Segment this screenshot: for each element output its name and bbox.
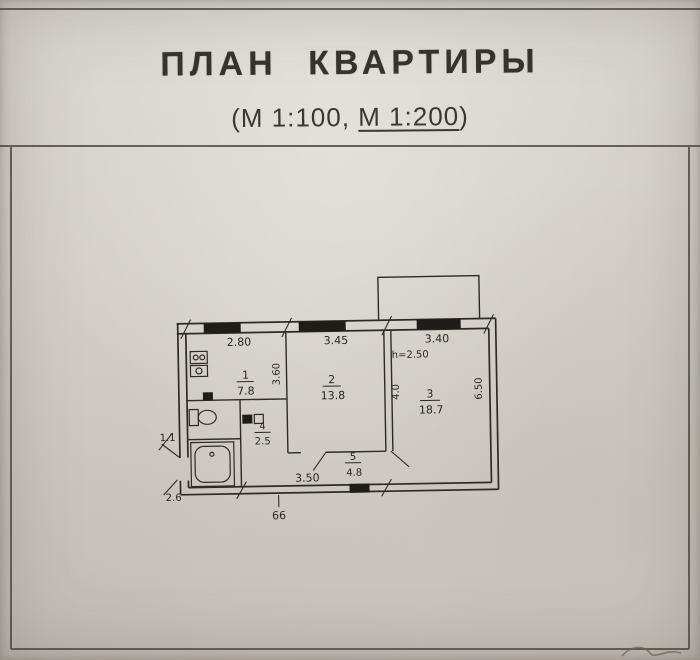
interior-walls [186, 330, 410, 487]
stove-icon [189, 350, 209, 378]
toilet-icon [188, 408, 217, 427]
vent-shaft-icon [253, 413, 265, 425]
window-icon [298, 320, 346, 332]
scale-underlined: М 1:200 [358, 101, 460, 132]
balcony-door-icon [349, 483, 370, 493]
dim-top-1: 2.80 [227, 336, 252, 349]
room-1-number: 1 [242, 369, 249, 382]
scale-suffix: ) [459, 100, 469, 132]
apartment-plan: 2.80 3.45 3.40 h=2.50 3.60 4.0 6.50 3.50… [158, 274, 500, 522]
window-icon [203, 322, 241, 334]
handwritten-signature [621, 646, 682, 657]
dim-left-upper: 1.1 [160, 433, 176, 444]
dim-vertical-left: 3.60 [271, 363, 282, 385]
dim-corridor: 3.50 [295, 471, 320, 484]
scale-prefix: (М 1:100, [231, 101, 359, 134]
dim-vertical-mid: 4.0 [391, 384, 402, 400]
vent-shaft-icon [242, 414, 253, 424]
dim-left-lower: 2.6 [166, 493, 182, 504]
vent-shaft-icon [202, 392, 213, 401]
window-icon [416, 318, 461, 330]
room-label-bars [236, 381, 441, 464]
room-2-area: 13.8 [321, 389, 346, 402]
dim-entry: 66 [272, 509, 286, 522]
room-1-area: 7.8 [237, 384, 255, 397]
room-2-number: 2 [328, 373, 335, 386]
ceiling-height-note: h=2.50 [392, 349, 429, 361]
room-3-area: 18.7 [419, 403, 444, 416]
vent-shafts [202, 392, 265, 425]
dim-top-3: 3.40 [425, 332, 450, 345]
page-border-frame [0, 8, 700, 650]
room-4-number: 4 [259, 421, 266, 432]
dim-vertical-right: 6.50 [474, 377, 485, 399]
room-3-number: 3 [426, 387, 433, 400]
window-symbols [203, 318, 461, 493]
room-5-area: 4.8 [346, 468, 362, 479]
scale-note: (М 1:100, М 1:200) [0, 99, 700, 136]
bathtub-icon [190, 441, 236, 488]
dim-top-2: 3.45 [324, 334, 349, 347]
page-title: ПЛАН КВАРТИРЫ [160, 42, 540, 84]
dimension-ticks [158, 314, 495, 508]
room-5-number: 5 [350, 452, 357, 463]
room-4-area: 2.5 [255, 436, 271, 447]
fixtures [188, 350, 236, 488]
